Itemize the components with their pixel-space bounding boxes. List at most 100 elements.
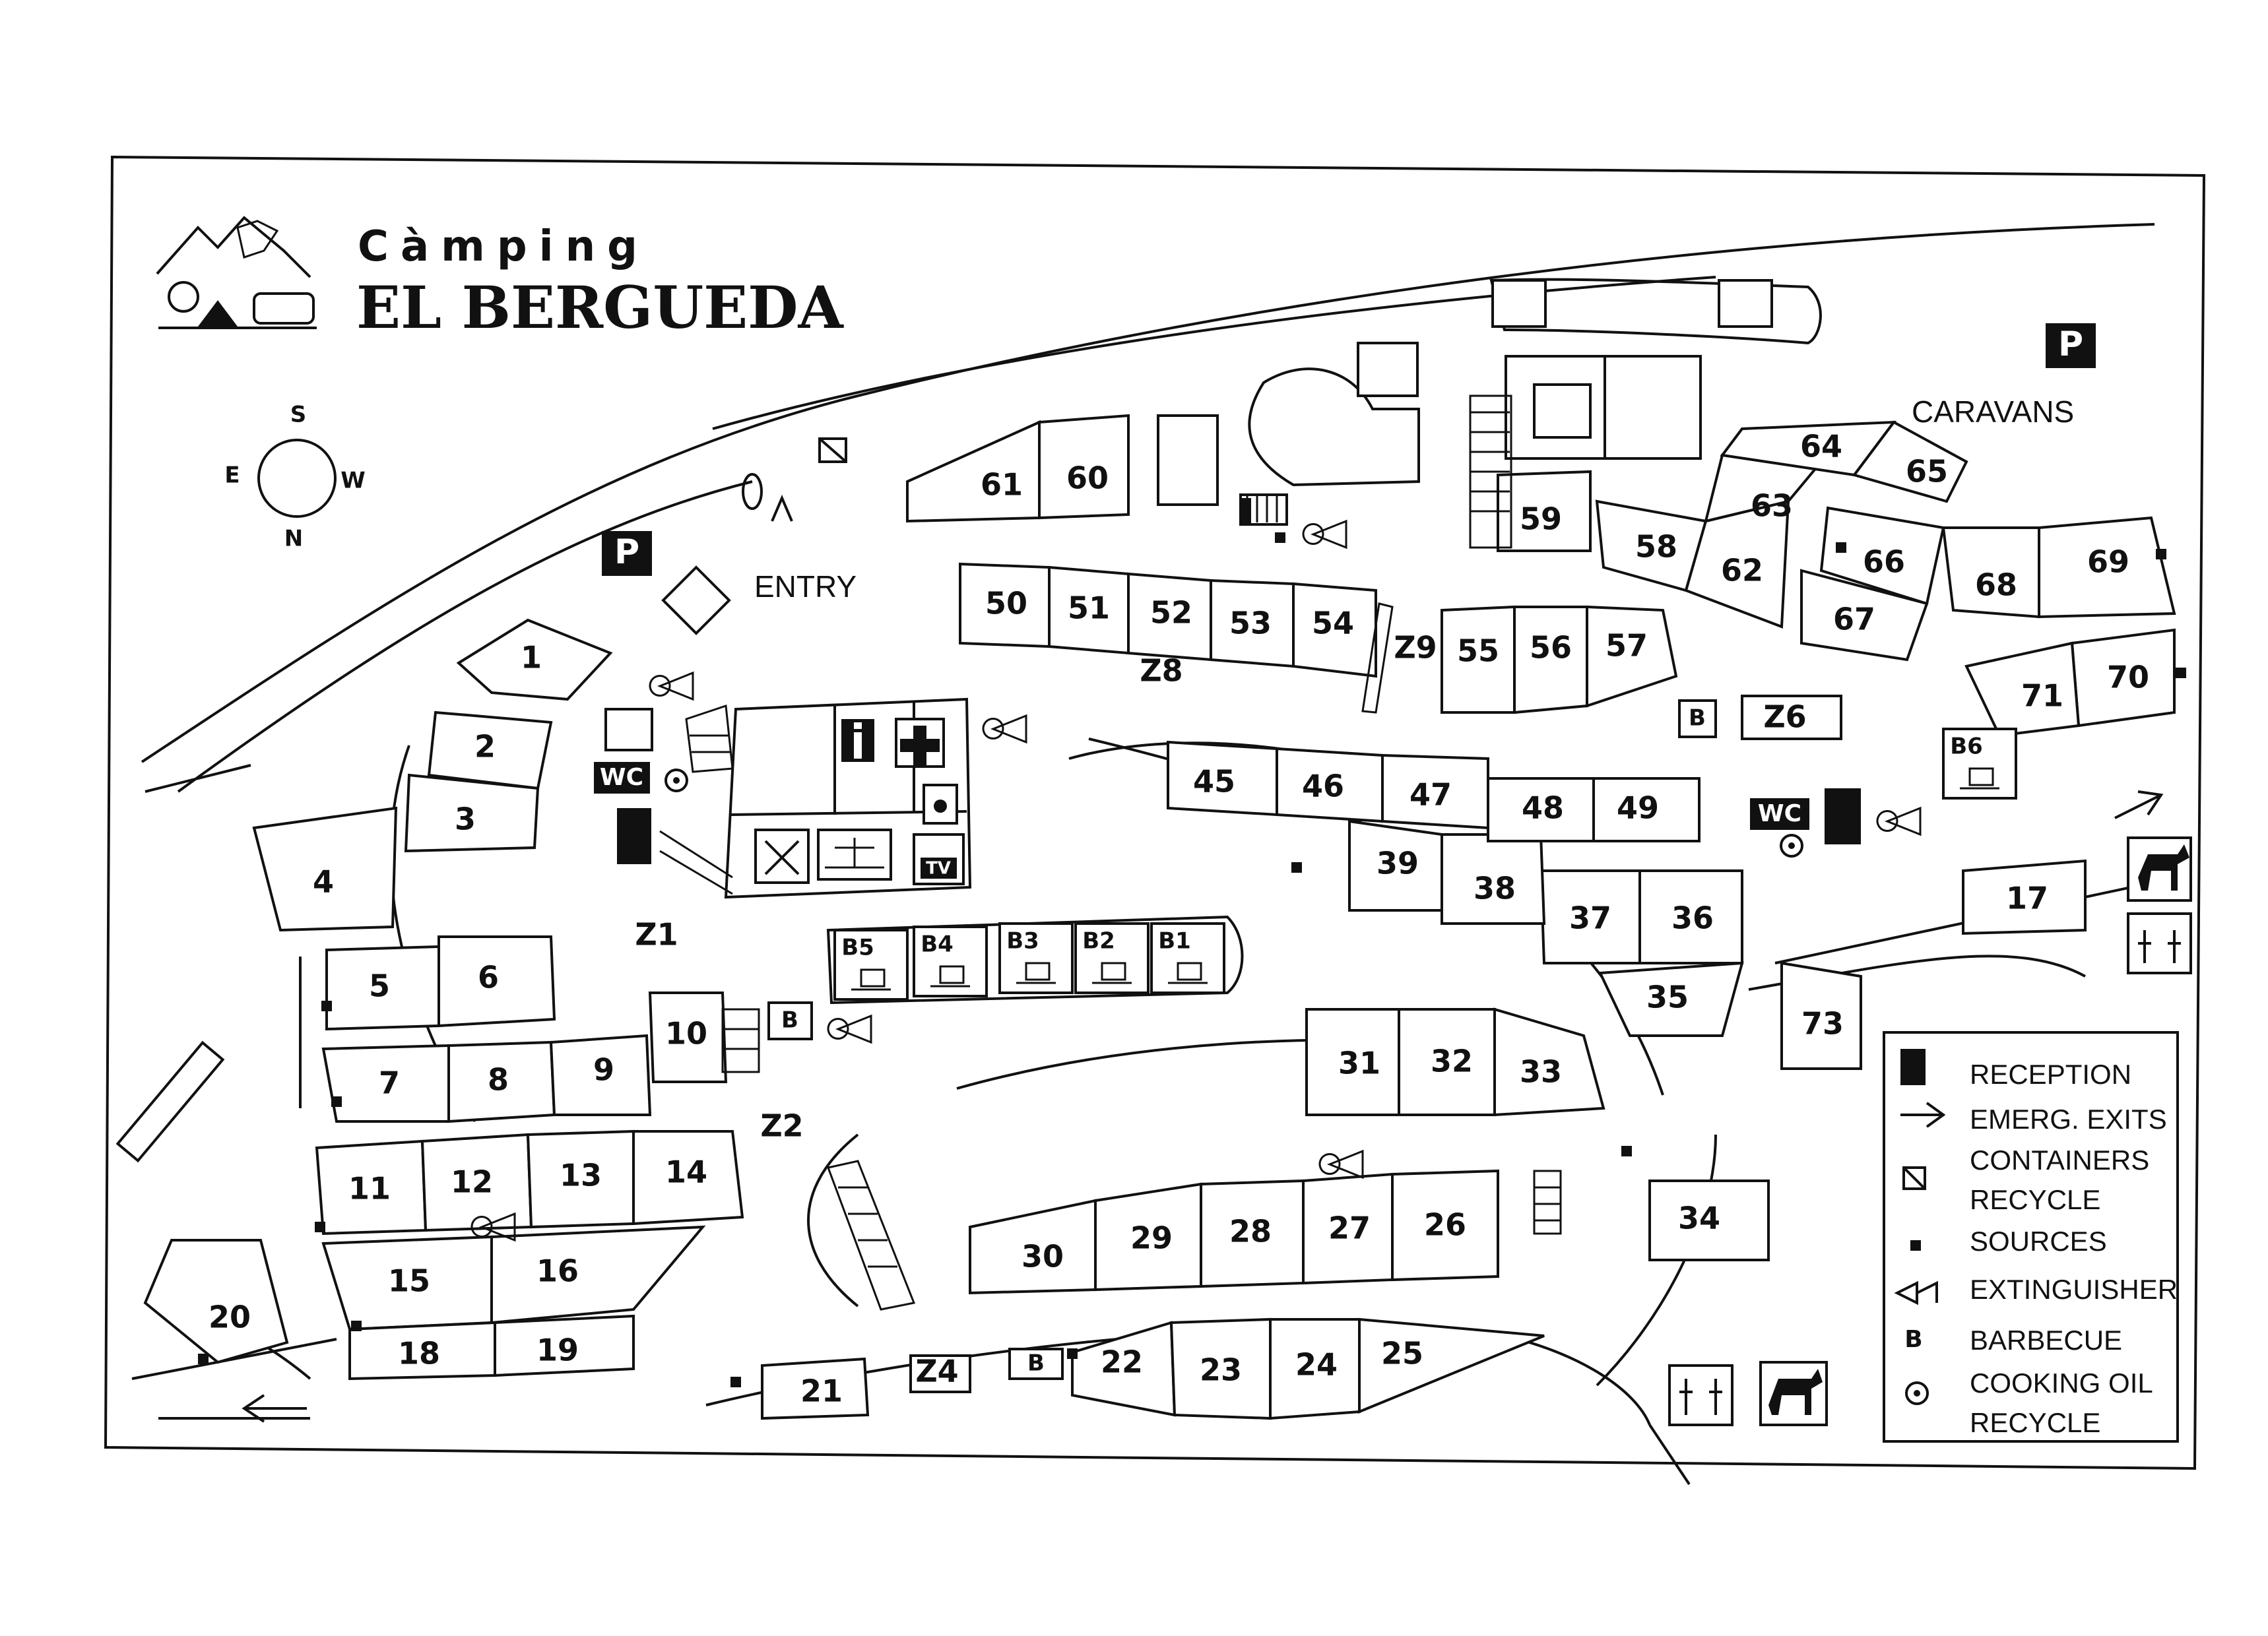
pitch-15: 15 bbox=[321, 1235, 493, 1331]
hikers-icon-east bbox=[2127, 912, 2192, 974]
pitch-19: 19 bbox=[494, 1314, 635, 1377]
pitch-34: 34 bbox=[1648, 1180, 1770, 1261]
pitch-label: 21 bbox=[800, 1373, 843, 1409]
pitch-label: 23 bbox=[1200, 1352, 1242, 1388]
pitch-73: 73 bbox=[1780, 961, 1862, 1070]
pitch-52: 52 bbox=[1127, 572, 1212, 662]
svg-text:Z9: Z9 bbox=[1394, 630, 1437, 666]
pitch-label: 29 bbox=[1130, 1220, 1173, 1256]
extinguisher-icon bbox=[470, 1212, 516, 1242]
pitch-label: 52 bbox=[1150, 595, 1192, 631]
restaurant-icon bbox=[754, 829, 810, 884]
zone-z6: Z6 bbox=[1741, 695, 1842, 740]
pitch-label: 49 bbox=[1617, 790, 1659, 826]
pitch-49: 49 bbox=[1592, 777, 1701, 842]
wc-block-east: WC bbox=[1750, 788, 1861, 844]
extinguisher-icon bbox=[1302, 519, 1347, 550]
pitch-24: 24 bbox=[1269, 1318, 1361, 1420]
svg-text:P: P bbox=[2058, 325, 2083, 364]
pitch-label: 25 bbox=[1381, 1336, 1423, 1371]
pitch-label: 1 bbox=[521, 640, 542, 676]
pitch-label: 14 bbox=[665, 1154, 707, 1190]
pitch-53: 53 bbox=[1210, 579, 1295, 668]
dog-icon-south bbox=[1759, 1361, 1828, 1426]
source-icon bbox=[2176, 668, 2186, 678]
pitch-17: 17 bbox=[1962, 859, 2087, 935]
shower-icon bbox=[617, 808, 651, 864]
svg-text:E: E bbox=[224, 462, 240, 489]
pitch-16: 16 bbox=[490, 1225, 706, 1325]
source-icon bbox=[1291, 862, 1302, 873]
pitch-27: 27 bbox=[1302, 1172, 1394, 1285]
title-line2: EL BERGUEDA bbox=[356, 273, 844, 342]
pitch-71: 71 bbox=[1964, 641, 2081, 738]
pitch-46: 46 bbox=[1276, 747, 1384, 823]
pitch-47: 47 bbox=[1381, 753, 1489, 830]
source-icon bbox=[1067, 1348, 1078, 1359]
legend-item: COOKING OIL bbox=[1970, 1368, 2153, 1399]
extinguisher-icon bbox=[827, 1014, 872, 1044]
pitch-25: 25 bbox=[1358, 1317, 1545, 1414]
pitch-label: 67 bbox=[1833, 602, 1875, 637]
pitch-18: 18 bbox=[348, 1321, 496, 1381]
pitch-label: 34 bbox=[1678, 1201, 1720, 1236]
zone-z2: Z2 bbox=[760, 1108, 803, 1144]
pitch-label: 2 bbox=[474, 729, 496, 765]
legend-item: CONTAINERS bbox=[1970, 1145, 2149, 1176]
pitch-33: 33 bbox=[1493, 1007, 1605, 1117]
pitch-label: 15 bbox=[388, 1263, 430, 1299]
pitch-26: 26 bbox=[1391, 1169, 1499, 1282]
source-icon bbox=[315, 1222, 325, 1232]
svg-text:B6: B6 bbox=[1950, 734, 1983, 760]
pool-area bbox=[1157, 367, 1420, 526]
pitch-21: 21 bbox=[761, 1357, 870, 1420]
pitch-62: 62 bbox=[1684, 499, 1790, 629]
pitch-64: 64 bbox=[1720, 420, 1897, 477]
pitch-label: 62 bbox=[1721, 553, 1763, 588]
pitch-label: 27 bbox=[1328, 1211, 1371, 1246]
pitch-32: 32 bbox=[1398, 1008, 1496, 1116]
pitch-56: 56 bbox=[1513, 606, 1588, 714]
svg-text:N: N bbox=[284, 526, 303, 552]
pitch-label: 11 bbox=[348, 1171, 391, 1207]
pitch-1: 1 bbox=[456, 618, 613, 701]
pitch-14: 14 bbox=[632, 1130, 744, 1226]
pitch-label: 73 bbox=[1801, 1006, 1844, 1042]
emergency-exit-arrow-west bbox=[242, 1394, 307, 1423]
pitch-label: 47 bbox=[1409, 777, 1452, 813]
svg-text:B5: B5 bbox=[841, 935, 874, 961]
playground-icon bbox=[1533, 383, 1592, 439]
pitch-30: 30 bbox=[969, 1199, 1097, 1295]
pitch-label: 46 bbox=[1302, 769, 1344, 804]
pitch-label: 61 bbox=[981, 467, 1023, 503]
cooking-oil-icon bbox=[1780, 834, 1803, 858]
svg-text:B1: B1 bbox=[1158, 928, 1191, 955]
bungalow-b2: B2 bbox=[1074, 922, 1150, 994]
pitch-23: 23 bbox=[1169, 1317, 1272, 1420]
pitch-61: 61 bbox=[906, 420, 1041, 523]
svg-text:TV: TV bbox=[926, 859, 951, 879]
pitch-69: 69 bbox=[2038, 516, 2176, 619]
legend-item: EXTINGUISHER bbox=[1970, 1274, 2178, 1305]
svg-text:S: S bbox=[290, 402, 307, 428]
pitch-50: 50 bbox=[959, 562, 1051, 648]
pitch-35: 35 bbox=[1598, 961, 1744, 1037]
svg-text:Z6: Z6 bbox=[1763, 699, 1806, 735]
source-icon bbox=[351, 1321, 362, 1331]
pitch-label: 36 bbox=[1671, 900, 1714, 936]
pitch-2: 2 bbox=[427, 710, 553, 790]
pitch-31: 31 bbox=[1305, 1008, 1400, 1116]
pitch-label: 53 bbox=[1229, 606, 1272, 641]
pitch-label: 37 bbox=[1569, 900, 1611, 936]
zone-z9: Z9 bbox=[1394, 630, 1437, 666]
pitch-label: 60 bbox=[1066, 460, 1109, 496]
pitch-59: 59 bbox=[1497, 470, 1592, 552]
pitch-label: 51 bbox=[1068, 590, 1110, 626]
pitch-37: 37 bbox=[1539, 869, 1641, 964]
extinguisher-icon bbox=[982, 714, 1027, 744]
facility-building: TV bbox=[724, 697, 972, 899]
svg-text:B: B bbox=[1027, 1350, 1045, 1377]
entry-label: ENTRY bbox=[754, 569, 857, 604]
pitch-label: 5 bbox=[369, 968, 390, 1004]
pitch-label: 63 bbox=[1751, 488, 1793, 524]
